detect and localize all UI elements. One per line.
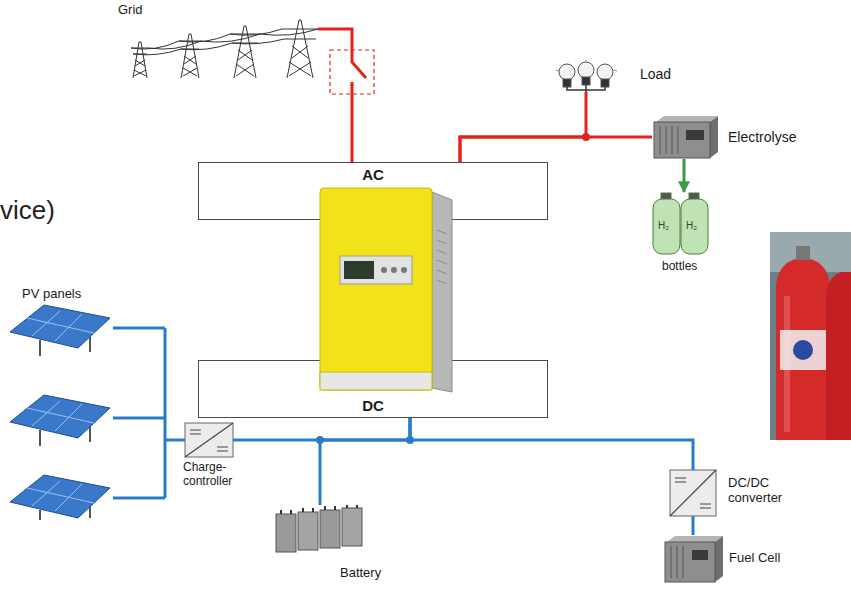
- charge-controller: Charge- controller: [185, 423, 233, 457]
- junction-dot: [406, 436, 414, 444]
- cut-off-heading: vice): [0, 196, 55, 225]
- bus-label: DC: [362, 397, 384, 414]
- power-line: [320, 418, 410, 505]
- power-line: [410, 418, 693, 470]
- dcdc-converter: DC/DC converter: [670, 470, 716, 516]
- power-line: [318, 29, 352, 162]
- light-bulbs: [556, 60, 617, 92]
- battery-icon: [276, 505, 362, 552]
- inverter-device: [320, 188, 452, 392]
- component-label: Battery: [340, 566, 381, 581]
- hydrogen-bottles-icon: [653, 193, 708, 254]
- grid-switch: [330, 50, 374, 94]
- power-line: [460, 137, 652, 162]
- component-label: Charge- controller: [183, 461, 253, 489]
- component-label: Grid: [118, 3, 143, 18]
- power-line: [460, 92, 586, 162]
- pv-panels: PV panels: [5, 305, 113, 520]
- cylinder-photo: [770, 232, 851, 440]
- power-pylons: [131, 20, 318, 78]
- component-label: Load: [640, 66, 671, 82]
- grid-pylons: Grid: [112, 20, 318, 78]
- fuel-cell-icon: [665, 536, 723, 582]
- charge-controller-icon: [185, 423, 233, 457]
- component-label: Electrolyse: [728, 129, 796, 145]
- pv-panel-icons: [10, 305, 110, 520]
- battery-bank: Battery: [272, 505, 368, 557]
- electrolyser-icon: [654, 116, 718, 158]
- bus-label: AC: [362, 166, 384, 183]
- component-label: PV panels: [22, 287, 81, 302]
- power-line: [683, 159, 686, 192]
- power-line: [692, 516, 695, 535]
- power-line: [113, 328, 185, 498]
- junction-dot: [316, 436, 324, 444]
- dcdc-converter-icon: [670, 470, 716, 516]
- load-bulbs: Load: [553, 60, 619, 92]
- electrolyser-unit: Electrolyse: [652, 115, 716, 159]
- fuel-cell: Fuel Cell: [663, 535, 723, 583]
- junction-dot: [582, 133, 590, 141]
- bottle-marking: H₂: [686, 220, 697, 231]
- component-label: bottles: [662, 260, 697, 274]
- component-label: DC/DC converter: [728, 476, 802, 506]
- component-label: Fuel Cell: [729, 551, 780, 566]
- bottle-marking: H₂: [658, 220, 669, 231]
